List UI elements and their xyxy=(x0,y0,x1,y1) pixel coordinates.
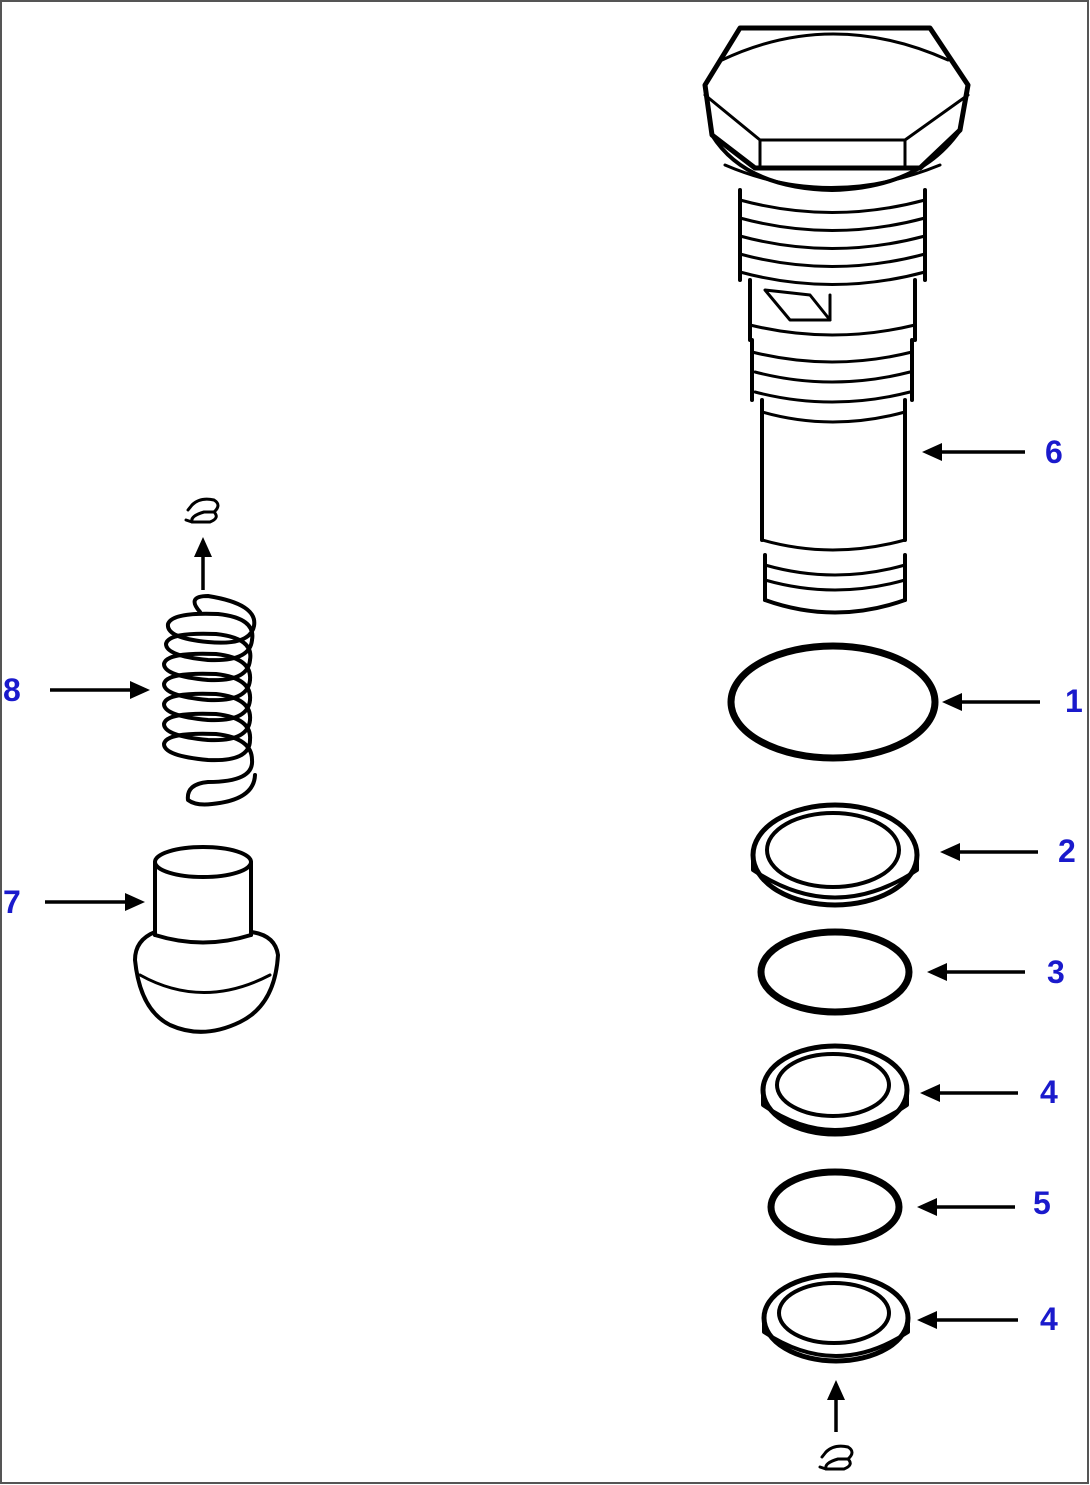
leader-arrow-4a xyxy=(920,1084,1018,1102)
leader-arrow-3 xyxy=(927,963,1025,981)
part-7-poppet[interactable] xyxy=(133,845,280,1034)
callout-6: 6 xyxy=(1045,434,1063,470)
part-8-spring[interactable] xyxy=(162,594,257,807)
leader-arrow-7 xyxy=(45,893,145,911)
leader-arrow-6 xyxy=(922,443,1025,461)
part-4-backup-ring-upper[interactable] xyxy=(760,1043,910,1137)
callout-7: 7 xyxy=(3,884,21,920)
callout-8: 8 xyxy=(3,672,21,708)
callout-2: 2 xyxy=(1058,833,1076,869)
callout-1: 1 xyxy=(1065,683,1083,719)
leader-arrow-4b xyxy=(917,1311,1018,1329)
leader-arrow-1 xyxy=(942,693,1040,711)
lubrication-symbol-icon xyxy=(184,497,220,524)
lubrication-symbol-icon xyxy=(818,1444,854,1471)
callout-4-lower: 4 xyxy=(1040,1301,1058,1337)
leader-arrow-2 xyxy=(940,843,1038,861)
part-3-o-ring[interactable] xyxy=(757,928,913,1016)
continuation-arrow-bottom xyxy=(827,1380,845,1432)
part-5-o-ring[interactable] xyxy=(767,1168,903,1246)
part-1-o-ring[interactable] xyxy=(727,642,939,762)
callout-4-upper: 4 xyxy=(1040,1074,1058,1110)
callout-5: 5 xyxy=(1033,1185,1051,1221)
part-2-backup-ring[interactable] xyxy=(750,802,920,908)
part-4-backup-ring-lower[interactable] xyxy=(761,1272,911,1364)
part-6-valve-housing[interactable] xyxy=(702,25,971,615)
continuation-arrow-top xyxy=(194,537,212,590)
callout-3: 3 xyxy=(1047,954,1065,990)
leader-arrow-8 xyxy=(50,681,150,699)
leader-arrow-5 xyxy=(917,1198,1015,1216)
